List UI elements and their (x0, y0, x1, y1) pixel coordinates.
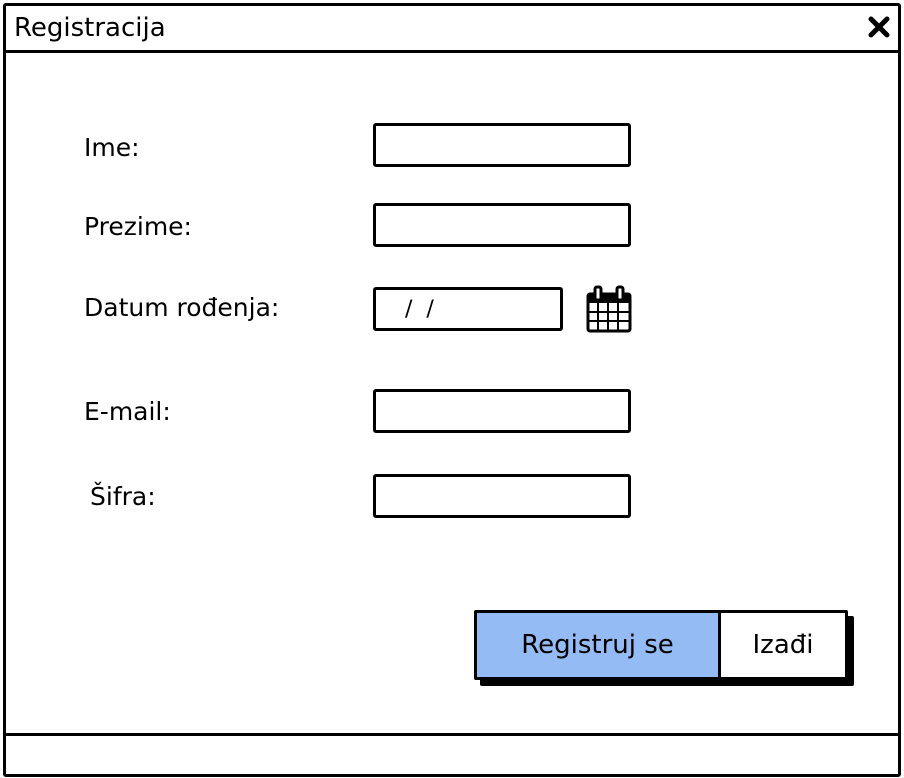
last-name-label: Prezime: (84, 212, 192, 241)
password-label: Šifra: (90, 482, 156, 511)
email-label: E-mail: (84, 397, 171, 426)
calendar-icon[interactable] (585, 284, 633, 334)
title-bar: Registracija (6, 6, 898, 53)
last-name-input[interactable] (373, 203, 631, 247)
first-name-label: Ime: (84, 133, 140, 162)
status-bar (6, 733, 898, 774)
first-name-input[interactable] (373, 123, 631, 167)
register-button[interactable]: Registruj se (477, 613, 721, 677)
email-input[interactable] (373, 389, 631, 433)
exit-button[interactable]: Izađi (721, 613, 845, 677)
action-button-group: Registruj se Izađi (474, 610, 848, 680)
password-input[interactable] (373, 474, 631, 518)
window-title: Registracija (14, 13, 166, 43)
birth-date-input[interactable] (373, 287, 563, 331)
birth-date-label: Datum rođenja: (84, 293, 280, 322)
close-icon[interactable] (866, 14, 892, 40)
